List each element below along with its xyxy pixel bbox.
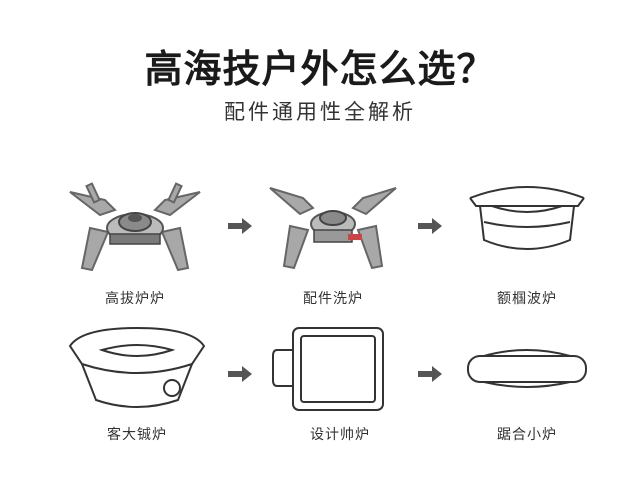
stove-item-6: 踞合小炉 bbox=[462, 322, 612, 452]
item-caption: 额椢波炉 bbox=[497, 291, 557, 307]
arrow-right-icon bbox=[418, 366, 442, 382]
square-pan-icon bbox=[272, 327, 384, 411]
item-caption: 高拔炉炉 bbox=[105, 291, 165, 307]
item-caption: 配件洗炉 bbox=[303, 291, 363, 307]
flat-lid-icon bbox=[467, 349, 587, 388]
pot-outline-icon bbox=[469, 186, 585, 250]
stove-item-5: 设计帅炉 bbox=[265, 322, 415, 452]
stove-item-4: 客大铖炉 bbox=[62, 322, 212, 452]
page-title: 高海技户外怎么选？ bbox=[144, 47, 496, 91]
item-caption: 踞合小炉 bbox=[497, 427, 557, 443]
stove-item-2: 配件洗炉 bbox=[258, 170, 408, 307]
stove-item-1: 高拔炉炉 bbox=[60, 170, 210, 307]
item-caption: 设计帅炉 bbox=[310, 427, 370, 443]
arrow-right-icon bbox=[228, 218, 252, 234]
windscreen-ring-icon bbox=[68, 326, 206, 408]
camping-stove-icon bbox=[269, 187, 397, 270]
page-subtitle: 配件通用性全解析 bbox=[224, 100, 416, 124]
arrow-right-icon bbox=[418, 218, 442, 234]
item-caption: 客大铖炉 bbox=[107, 427, 167, 443]
arrow-right-icon bbox=[228, 366, 252, 382]
camping-stove-icon bbox=[69, 182, 201, 272]
stove-item-3: 额椢波炉 bbox=[462, 170, 612, 307]
